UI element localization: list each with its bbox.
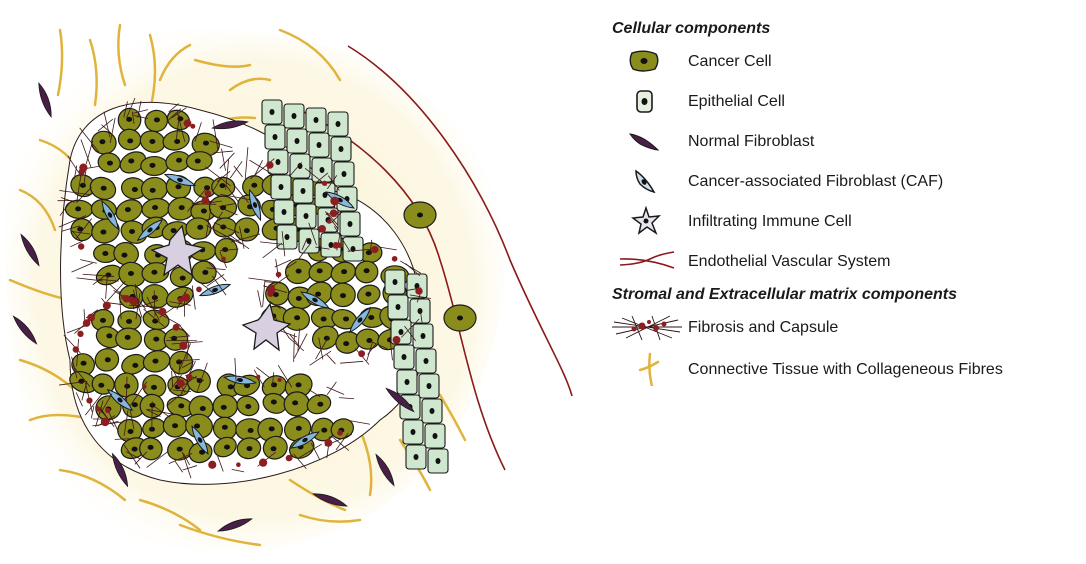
cancer-cell (330, 282, 356, 307)
stromal-components-heading: Stromal and Extracellular matrix compone… (612, 282, 1082, 308)
epithelial-cell (290, 154, 310, 178)
epithelial-cell (343, 237, 363, 261)
cancer-cell (356, 329, 379, 349)
epithelial-cell (271, 175, 291, 199)
epithelial-cell (296, 204, 316, 228)
legend-label: Fibrosis and Capsule (688, 308, 838, 348)
fibrosis-icon (612, 310, 682, 344)
legend-label: Connective Tissue with Collageneous Fibr… (688, 350, 1003, 390)
epithelial-cell (277, 225, 297, 249)
legend-label: Normal Fibroblast (688, 122, 814, 162)
cancer-cell (404, 202, 436, 228)
legend-item-caf: Cancer-associated Fibroblast (CAF) (612, 162, 1082, 202)
epithelial-cell (425, 424, 445, 448)
epithelial-cell (397, 370, 417, 394)
vascular-icon (612, 244, 682, 278)
epithelial-cell (334, 162, 354, 186)
epithelial-cell (422, 399, 442, 423)
epithelial-cell (388, 295, 408, 319)
epithelial-cell (407, 274, 427, 298)
caf-icon (612, 164, 682, 198)
epithelial-cell (416, 349, 436, 373)
normal-fibroblast-icon (612, 124, 682, 158)
legend-label: Endothelial Vascular System (688, 242, 890, 282)
epithelial-cell (340, 212, 360, 236)
epithelial-cell (262, 100, 282, 124)
legend-item-normal-fibroblast: Normal Fibroblast (612, 122, 1082, 162)
epithelial-cell (385, 270, 405, 294)
epithelial-cell (306, 108, 326, 132)
tumor-microenvironment-illustration (0, 0, 600, 564)
legend-item-fibrosis: Fibrosis and Capsule (612, 308, 1082, 350)
epithelial-cell (403, 420, 423, 444)
collagen-fibre-icon (612, 352, 682, 386)
legend-item-vascular-system: Endothelial Vascular System (612, 242, 1082, 282)
cancer-cell (118, 311, 141, 330)
immune-cell-icon (612, 204, 682, 238)
legend-item-immune-cell: Infiltrating Immune Cell (612, 202, 1082, 242)
cellular-components-heading: Cellular components (612, 16, 1082, 42)
epithelial-cell (406, 445, 426, 469)
legend-label: Epithelial Cell (688, 82, 785, 122)
epithelial-cell (419, 374, 439, 398)
cancer-cell (141, 156, 168, 175)
cancer-cell (444, 305, 476, 331)
cancer-cell (209, 196, 237, 219)
epithelial-cell (284, 104, 304, 128)
epithelial-cell (312, 158, 332, 182)
cancer-cell (116, 328, 142, 350)
epithelial-cell (428, 449, 448, 473)
epithelial-cell (331, 137, 351, 161)
epithelial-cell (293, 179, 313, 203)
legend: Cellular components Cancer Cell Epitheli… (612, 16, 1082, 392)
cancer-cell-icon (612, 44, 682, 78)
epithelial-cell (274, 200, 294, 224)
epithelial-cell (309, 133, 329, 157)
legend-label: Cancer Cell (688, 42, 772, 82)
epithelial-cell (287, 129, 307, 153)
legend-label: Infiltrating Immune Cell (688, 202, 852, 242)
cancer-cell (213, 395, 237, 418)
legend-item-collagen: Connective Tissue with Collageneous Fibr… (612, 350, 1082, 392)
epithelial-cell (394, 345, 414, 369)
epithelial-cell-icon (612, 84, 682, 118)
epithelial-cell (265, 125, 285, 149)
legend-label: Cancer-associated Fibroblast (CAF) (688, 162, 943, 202)
legend-item-epithelial-cell: Epithelial Cell (612, 82, 1082, 122)
epithelial-cell (413, 324, 433, 348)
legend-item-cancer-cell: Cancer Cell (612, 42, 1082, 82)
epithelial-cell (328, 112, 348, 136)
